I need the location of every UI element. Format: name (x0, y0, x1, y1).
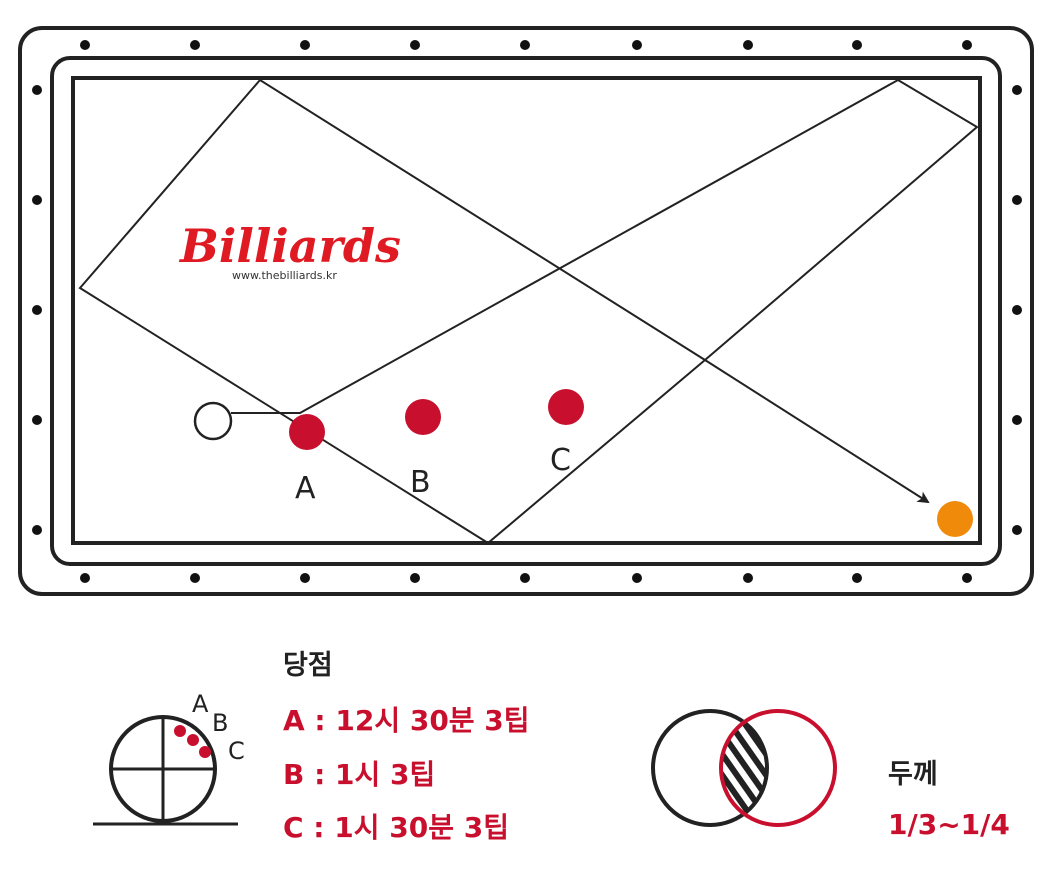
diamond (32, 415, 42, 425)
tip-label-c: C (228, 737, 245, 765)
diamond (852, 573, 862, 583)
logo-wordmark: Billiards (178, 219, 401, 273)
logo-url: www.thebilliards.kr (232, 269, 337, 282)
diamond (190, 573, 200, 583)
balls (193, 389, 973, 537)
tip-label-a: A (192, 690, 209, 718)
target-ball (937, 501, 973, 537)
object-ball-outline (719, 709, 837, 827)
ball-labels: A B C (295, 443, 571, 506)
tip-dot-c (199, 746, 211, 758)
diamond (962, 573, 972, 583)
tip-dot-a (174, 725, 186, 737)
ball-label-b: B (410, 465, 431, 500)
cue-ball-path-inner (78, 78, 706, 545)
diamond (32, 85, 42, 95)
thickness-title: 두께 (888, 759, 938, 790)
diamond (190, 40, 200, 50)
diamond (1012, 195, 1022, 205)
diamond (520, 40, 530, 50)
diamond (410, 40, 420, 50)
cue-ball-path-final (704, 359, 930, 504)
diamond (852, 40, 862, 50)
diamond (1012, 525, 1022, 535)
table-outer-rail (18, 26, 1034, 596)
thickness-diagram (651, 709, 837, 827)
diamond (743, 573, 753, 583)
diamond (300, 573, 310, 583)
object-ball-overlap (721, 711, 767, 825)
contact-point-line-a: A : 12시 30분 3팁 (283, 704, 530, 737)
tip-label-b: B (212, 709, 228, 737)
diamond (300, 40, 310, 50)
diamond (743, 40, 753, 50)
thickness-value: 1/3~1/4 (888, 808, 1010, 841)
diamond (632, 40, 642, 50)
ball-label-c: C (550, 443, 571, 478)
billiard-table (18, 26, 1034, 596)
contact-point-line-c: C : 1시 30분 3팁 (283, 811, 509, 844)
ball-label-a: A (295, 471, 316, 506)
diamond (1012, 305, 1022, 315)
diamond (1012, 85, 1022, 95)
shot-paths (78, 78, 979, 545)
contact-point-diagram: A B C (93, 690, 245, 826)
contact-point-title: 당점 (283, 650, 333, 681)
diamond (32, 195, 42, 205)
diamond (1012, 415, 1022, 425)
tip-dot-b (187, 734, 199, 746)
cue-ball-outline (651, 709, 769, 827)
red-ball-c (548, 389, 584, 425)
contact-point-line-b: B : 1시 3팁 (283, 758, 436, 791)
diamond (80, 573, 90, 583)
diamond (80, 40, 90, 50)
diamond (410, 573, 420, 583)
cue-ball-path-outer (231, 78, 979, 414)
table-cushion (50, 56, 1002, 566)
diamond (962, 40, 972, 50)
billiards-logo: Billiards www.thebilliards.kr (178, 219, 401, 282)
diamond (32, 305, 42, 315)
table-playing-surface (71, 76, 982, 545)
cue-ball (193, 401, 233, 441)
diamond (32, 525, 42, 535)
diamond (632, 573, 642, 583)
red-ball-b (405, 399, 441, 435)
rail-diamonds (32, 40, 1022, 583)
red-ball-a (289, 414, 325, 450)
diamond (520, 573, 530, 583)
